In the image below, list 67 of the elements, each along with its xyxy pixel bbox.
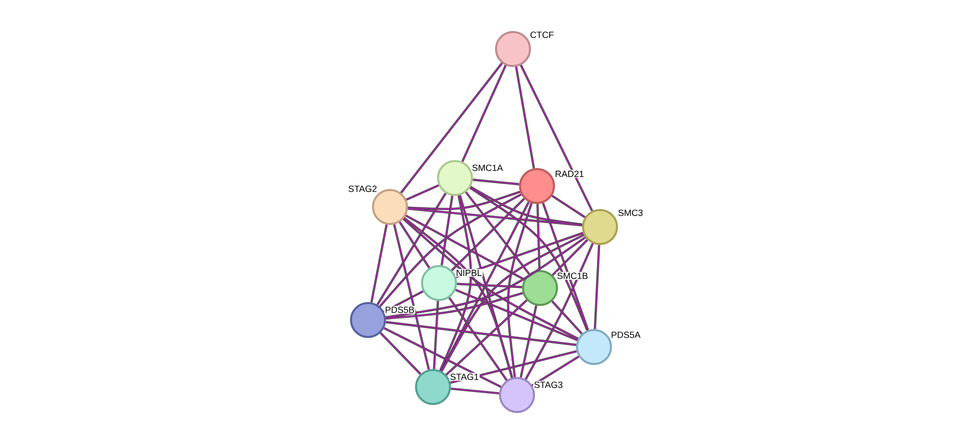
interaction-line (469, 186, 588, 331)
node-label: NIPBL (455, 269, 483, 277)
interaction-line (455, 288, 578, 342)
node-label: CTCF (529, 30, 555, 39)
interaction-line (594, 244, 600, 330)
interaction-line (515, 66, 535, 169)
node-label: SMC3 (617, 208, 644, 217)
protein-node (576, 329, 612, 365)
node-label: STAG2 (347, 184, 378, 193)
interaction-line (451, 198, 525, 272)
interaction-line (370, 224, 388, 303)
protein-node (499, 377, 535, 413)
interaction-line (406, 184, 440, 201)
protein-node (437, 160, 473, 196)
interaction-line (385, 236, 586, 318)
protein-node (350, 302, 386, 338)
interaction-line (386, 292, 524, 320)
protein-node (415, 369, 451, 405)
interaction-line (408, 208, 582, 226)
node-label: SMC1B (556, 272, 589, 280)
interaction-line (472, 178, 520, 186)
node-label: RAD21 (554, 170, 585, 178)
interaction-line (393, 224, 430, 370)
interaction-line (439, 195, 472, 371)
interaction-line (520, 64, 594, 212)
interaction-line (402, 218, 578, 340)
interaction-line (456, 282, 522, 288)
interaction-line (542, 202, 590, 330)
interaction-line (536, 204, 541, 270)
node-label: STAG3 (533, 380, 564, 389)
interaction-line (445, 299, 528, 376)
interaction-line (465, 192, 530, 274)
interaction-line (380, 332, 422, 375)
interaction-line (440, 234, 584, 372)
interaction-line (404, 217, 514, 378)
protein-node (582, 209, 618, 245)
protein-node (519, 168, 555, 204)
interaction-line (379, 193, 522, 308)
interaction-line (524, 243, 594, 380)
interaction-line (507, 202, 533, 378)
interaction-line (440, 201, 530, 372)
node-label: PDS5A (610, 330, 642, 339)
interaction-line (376, 192, 447, 306)
node-label: PDS5B (384, 306, 416, 314)
node-label: STAG1 (449, 372, 480, 381)
interaction-line (551, 300, 583, 334)
interaction-line (398, 222, 430, 268)
interaction-line (551, 194, 586, 218)
interaction-line (448, 297, 508, 381)
interaction-line (400, 62, 503, 194)
interaction-line (405, 214, 525, 280)
interaction-line (520, 305, 538, 378)
interaction-line (532, 356, 580, 386)
node-label: SMC1A (471, 164, 504, 172)
interaction-line (458, 194, 514, 378)
interaction-line (384, 327, 502, 388)
interaction-line (552, 239, 588, 276)
protein-node (421, 265, 457, 301)
interaction-line (450, 388, 500, 394)
interaction-line (461, 64, 507, 162)
protein-node (522, 270, 558, 306)
interaction-line (408, 190, 520, 210)
interaction-line (385, 321, 577, 346)
protein-node (495, 31, 531, 67)
interaction-line (470, 186, 583, 226)
interaction-line (432, 300, 440, 370)
interaction-line (440, 195, 454, 266)
